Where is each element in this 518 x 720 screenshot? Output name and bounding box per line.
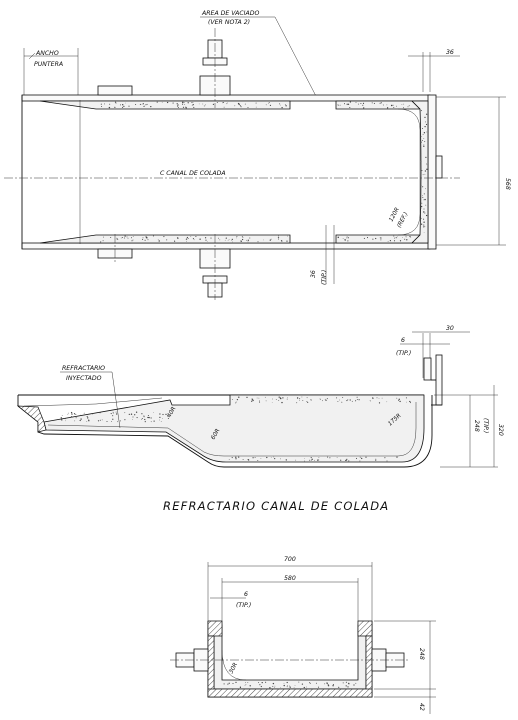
ancho-label: ANCHO xyxy=(35,50,59,57)
centerline-label: C CANAL DE COLADA xyxy=(160,170,226,177)
side-dim-248: 248 xyxy=(473,420,480,432)
side-view: 30 6 (TIP.) 248 (TIP.) 320 REFRACTARIO I… xyxy=(16,325,504,468)
refractory-aggregate-texture xyxy=(60,101,428,689)
side-dim-248-tip: (TIP.) xyxy=(482,418,489,433)
side-dim-320: 320 xyxy=(497,424,504,436)
area-vaciado-label: AREA DE VACIADO xyxy=(201,10,259,17)
section-dim-42: 42 xyxy=(418,703,425,711)
section-view: 700 580 6 (TIP.) 248 42 30R xyxy=(170,556,436,714)
inyectado-label: INYECTADO xyxy=(66,375,102,382)
puntera-label: PUNTERA xyxy=(34,61,63,68)
dim-36-tip: 36 xyxy=(310,270,317,278)
side-dim-6: 6 xyxy=(401,337,405,344)
radius-60: 60R xyxy=(211,428,222,441)
refractario-label: REFRACTARIO xyxy=(62,365,105,372)
top-view: ANCHO PUNTERA AREA DE VACIADO (VER NOTA … xyxy=(4,10,511,300)
section-dim-6: 6 xyxy=(244,591,248,598)
radius-30: 30R xyxy=(228,662,239,675)
dim-568: 568 xyxy=(504,178,511,190)
dim-36-top: 36 xyxy=(446,49,454,56)
side-dim-30: 30 xyxy=(446,325,454,332)
drawing-title: REFRACTARIO CANAL DE COLADA xyxy=(163,499,389,513)
section-dim-700: 700 xyxy=(284,556,296,563)
section-dim-248: 248 xyxy=(418,648,425,660)
radius-40: 40R xyxy=(167,406,178,419)
dim-36-tip-label: (TIP.) xyxy=(321,270,328,285)
area-vaciado-note: (VER NOTA 2) xyxy=(208,19,250,26)
section-dim-6-tip: (TIP.) xyxy=(236,602,251,609)
section-dim-580: 580 xyxy=(284,575,296,582)
side-dim-6-tip: (TIP.) xyxy=(396,350,411,357)
